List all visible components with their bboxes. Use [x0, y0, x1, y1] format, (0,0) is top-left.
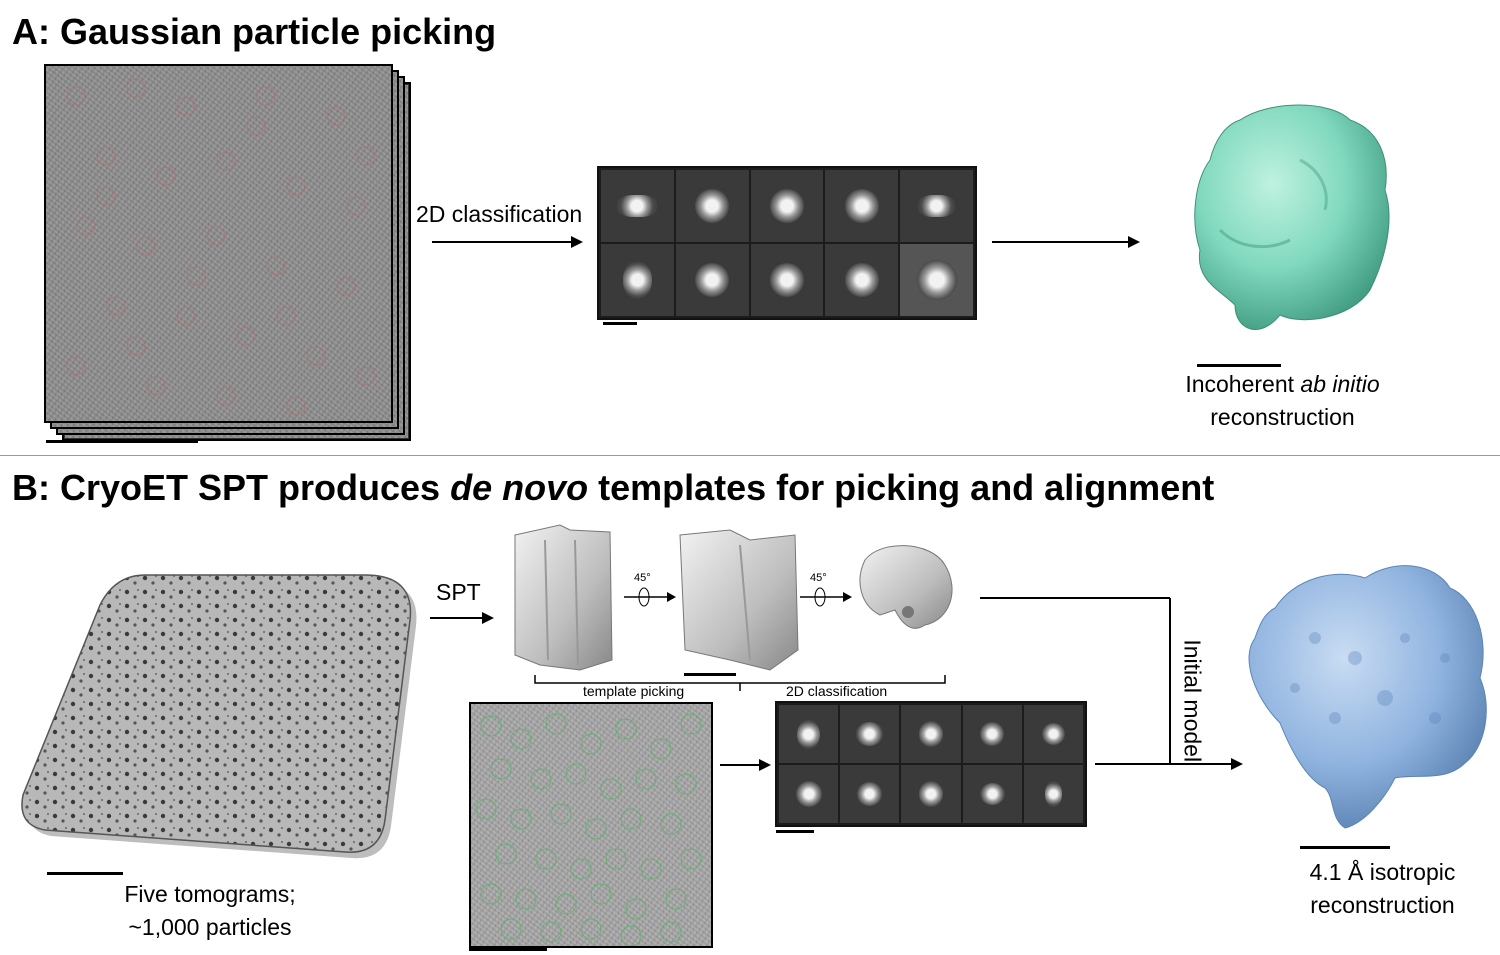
class-average	[675, 170, 749, 242]
template-scale-bar	[684, 673, 736, 676]
class-averages-grid-a	[597, 166, 977, 320]
class-average	[779, 705, 839, 763]
spt-label: SPT	[436, 579, 481, 605]
rotation-label-1: 45°	[634, 572, 651, 584]
class-average	[750, 170, 824, 242]
tomogram-caption: Five tomograms;~1,000 particles	[124, 881, 296, 940]
class-average	[675, 244, 749, 316]
template-picking-label: template picking	[583, 683, 685, 699]
class-average-scale-bar-b	[776, 830, 814, 833]
class-average	[901, 765, 961, 823]
tomogram-slab	[21, 574, 417, 859]
final-map-scale-bar	[1300, 846, 1390, 849]
panel-divider	[0, 455, 1500, 456]
bracket-2d-classification-label: 2D classification	[786, 683, 888, 699]
class-average	[901, 705, 961, 763]
2d-classification-label: 2D classification	[416, 201, 583, 227]
incoherent-map	[1194, 104, 1390, 330]
class-average	[1023, 705, 1083, 763]
class-average	[825, 170, 899, 242]
class-average	[900, 244, 973, 316]
incoherent-caption: Incoherent ab initio reconstruction	[1185, 371, 1380, 430]
panel-b-heading: B: CryoET SPT produces de novo templates…	[12, 467, 1215, 508]
micrograph-image	[44, 64, 393, 423]
arrow-to-reconstruction-a	[992, 236, 1140, 248]
rotation-label-2: 45°	[810, 572, 827, 584]
map-scale-bar-a	[1197, 364, 1281, 367]
template-picked-micrograph	[469, 702, 713, 948]
class-average	[962, 765, 1022, 823]
template-bracket	[534, 675, 946, 691]
class-average	[900, 170, 973, 242]
micrograph-scale-bar	[46, 440, 198, 443]
class-average	[825, 244, 899, 316]
arrow-to-class-averages-b	[720, 759, 771, 771]
initial-model-label: Initial model	[1179, 639, 1206, 763]
class-average	[601, 244, 674, 316]
panel-a-heading: A: Gaussian particle picking	[12, 11, 497, 52]
rotation-arrow-1	[624, 587, 676, 607]
class-average	[840, 705, 900, 763]
template-views	[514, 524, 953, 671]
class-average	[962, 705, 1022, 763]
final-reconstruction-map	[1248, 565, 1487, 829]
class-average	[601, 170, 674, 242]
class-average	[840, 765, 900, 823]
spt-arrow	[430, 612, 494, 624]
class-average	[779, 765, 839, 823]
template-picked-circles	[475, 713, 702, 946]
micrograph-scale-bar-b	[469, 948, 547, 951]
arrow-to-class-averages	[432, 236, 583, 248]
class-averages-grid-b	[775, 701, 1087, 827]
picked-particle-circles	[66, 78, 376, 416]
rotation-arrow-2	[800, 587, 852, 607]
tomogram-scale-bar	[47, 872, 123, 875]
class-average	[750, 244, 824, 316]
class-average	[1023, 765, 1083, 823]
initial-model-connector	[980, 597, 1243, 770]
class-average-scale-bar-a	[603, 322, 637, 325]
